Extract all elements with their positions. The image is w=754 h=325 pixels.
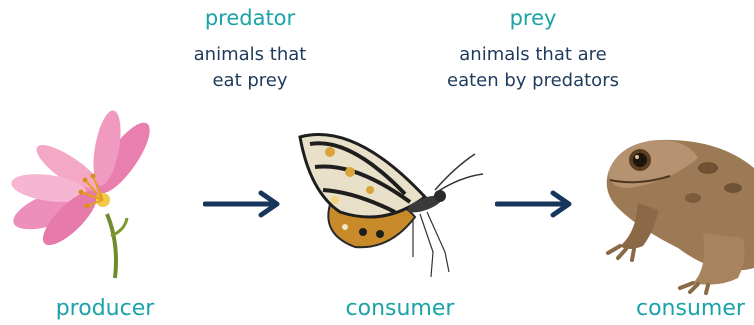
frog-icon [598, 128, 754, 293]
consumer-label-butterfly: consumer [325, 296, 475, 321]
predator-definition-line-2: eat prey [165, 68, 335, 94]
prey-definition-line-1: animals that are [428, 42, 638, 68]
prey-definition-line-2: eaten by predators [428, 68, 638, 94]
predator-definition-line-1: animals that [165, 42, 335, 68]
producer-label: producer [30, 296, 180, 321]
arrow-right-icon [203, 190, 283, 218]
arrow-right-icon [495, 190, 575, 218]
prey-definition: animals that are eaten by predators [428, 42, 638, 94]
consumer-label-frog: consumer [636, 296, 754, 321]
prey-heading: prey [473, 6, 593, 30]
predator-definition: animals that eat prey [165, 42, 335, 94]
butterfly-icon [295, 122, 490, 282]
flower-icon [15, 118, 165, 278]
predator-heading: predator [175, 6, 325, 30]
